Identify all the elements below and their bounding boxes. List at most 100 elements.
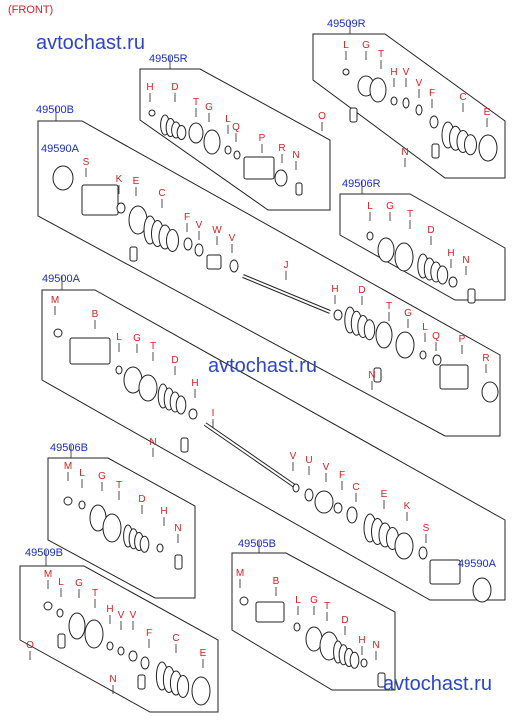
part-letter-l: L (367, 201, 373, 212)
joint-part (69, 337, 111, 365)
part-letter-n: N (401, 147, 408, 158)
part-letter-m: M (51, 295, 59, 306)
part-code-49500a: 49500A (42, 273, 81, 285)
part-letter-t: T (193, 97, 199, 108)
ring-part (274, 169, 288, 187)
part-letter-f: F (146, 628, 152, 639)
housing-part (243, 156, 275, 180)
part-letter-d: D (427, 225, 434, 236)
group-frame-49506r (339, 193, 506, 301)
part-letter-f: F (184, 212, 190, 223)
part-letter-t: T (324, 601, 330, 612)
ring-part (472, 577, 492, 603)
part-letter-v: V (229, 233, 236, 244)
part-letter-l: L (343, 40, 349, 51)
part-letter-o: O (26, 640, 34, 651)
bolt-part (180, 437, 189, 453)
joint-part (81, 184, 119, 216)
part-letter-n: N (149, 437, 156, 448)
ring-part (390, 96, 398, 106)
part-letter-p: P (459, 334, 466, 345)
group-frame-49509b (19, 565, 219, 713)
part-letter-c: C (158, 188, 165, 199)
part-letter-l: L (116, 332, 122, 343)
ring-part (194, 243, 204, 257)
boot-part (363, 513, 399, 550)
part-code-49505r: 49505R (149, 53, 188, 65)
part-letter-l: L (225, 114, 231, 125)
part-letter-n: N (292, 150, 299, 161)
ring-part (102, 513, 122, 543)
ring-part (78, 500, 86, 510)
part-letter-d: D (171, 355, 178, 366)
part-letter-d: D (138, 494, 145, 505)
group-frame-49500a (41, 289, 506, 601)
ring-part (43, 601, 53, 611)
bolt-part (373, 367, 382, 383)
ring-part (481, 381, 499, 403)
part-letter-v: V (323, 462, 330, 473)
part-letter-d: D (358, 285, 365, 296)
ring-part (346, 506, 358, 524)
ring-part (140, 656, 150, 670)
part-letter-v: V (403, 67, 410, 78)
ring-part (233, 150, 241, 160)
part-letter-g: G (310, 595, 318, 606)
part-letter-c: C (352, 482, 359, 493)
part-code-49590a: 49590A (41, 143, 80, 155)
part-letter-h: H (447, 248, 454, 259)
part-letter-f: F (339, 470, 345, 481)
ring-part (360, 658, 368, 668)
ring-part (333, 502, 343, 514)
part-letter-d: D (171, 82, 178, 93)
part-letter-v: V (118, 610, 125, 621)
part-letter-b: B (92, 309, 99, 320)
part-letter-l: L (422, 322, 428, 333)
part-letter-v: V (290, 451, 297, 462)
watermark: avtochast.ru (208, 355, 317, 377)
group-frame-49506b (47, 457, 196, 599)
part-letter-c: C (459, 92, 466, 103)
part-letter-e: E (381, 489, 388, 500)
part-letter-v: V (130, 610, 137, 621)
part-letter-j: J (284, 260, 289, 271)
ring-part (116, 202, 126, 214)
part-letter-n: N (462, 255, 469, 266)
ring-part (429, 115, 439, 129)
part-letter-h: H (331, 284, 338, 295)
part-letter-k: K (404, 501, 411, 512)
group-frame-49505b (231, 552, 396, 691)
part-letter-g: G (133, 333, 141, 344)
part-letter-b: B (273, 576, 280, 587)
part-letter-t: T (407, 209, 413, 220)
part-letter-g: G (386, 201, 394, 212)
group-frame-49505r (139, 68, 331, 211)
part-letter-e: E (200, 648, 207, 659)
part-letter-w: W (212, 225, 222, 236)
part-letter-h: H (146, 82, 153, 93)
ring-part (293, 622, 301, 632)
ring-part (203, 129, 221, 155)
part-letter-m: M (64, 461, 72, 472)
part-letter-o: O (318, 111, 326, 122)
part-letter-r: R (278, 143, 285, 154)
part-letter-u: U (305, 455, 312, 466)
housing-part (255, 601, 285, 623)
boot-part (441, 121, 477, 156)
part-letter-d: D (341, 615, 348, 626)
part-letter-l: L (295, 595, 301, 606)
ring-part (84, 619, 104, 649)
boot-part (417, 253, 449, 285)
ring-part (415, 104, 423, 116)
part-letter-h: H (390, 67, 397, 78)
housing-part (206, 254, 222, 270)
ring-part (375, 321, 393, 349)
ring-part (314, 490, 334, 514)
ring-part (229, 259, 239, 273)
part-letter-p: P (259, 133, 266, 144)
ring-part (448, 276, 458, 288)
ring-part (239, 596, 249, 606)
part-letter-c: C (172, 633, 179, 644)
ring-part (188, 408, 198, 420)
